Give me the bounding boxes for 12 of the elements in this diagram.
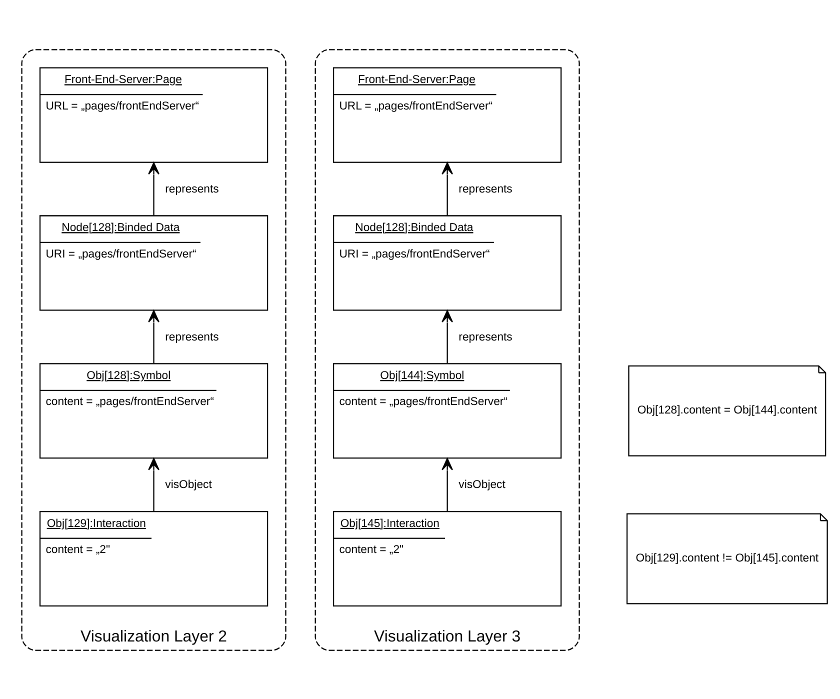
arrow: [148, 310, 160, 363]
edge-label: represents: [165, 330, 219, 343]
edge-label: represents: [165, 182, 219, 195]
edge-label: represents: [458, 182, 512, 195]
arrow: [148, 457, 160, 511]
arrow: [442, 310, 453, 363]
arrow: [148, 162, 160, 215]
arrow: [442, 457, 453, 511]
edge-label: visObject: [458, 478, 506, 491]
edge-label: represents: [458, 330, 512, 343]
arrow: [442, 162, 453, 215]
edge-label: visObject: [165, 478, 212, 491]
